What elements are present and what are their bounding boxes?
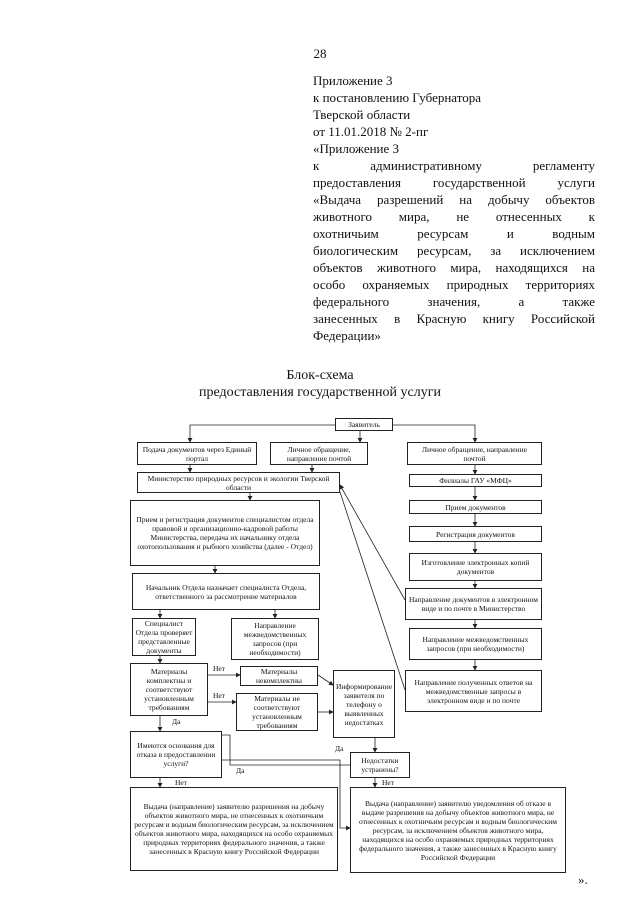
- closing-mark: ».: [578, 872, 588, 887]
- appendix-header: Приложение 3 к постановлению Губернатора…: [313, 72, 595, 344]
- portal-submission-box: Подача документов через Единый портал: [137, 442, 257, 465]
- label-no: Нет: [213, 691, 226, 700]
- page-number: 28: [313, 46, 327, 61]
- appendix-line: особо охраняемых природных территориях: [313, 277, 595, 292]
- refusal-question-box: Имеются основания для отказа в предостав…: [130, 731, 222, 778]
- connector: [222, 734, 350, 766]
- connector: [187, 424, 335, 443]
- personal-mail-right-box: Личное обращение, направление почтой: [407, 442, 542, 465]
- appendix-line: занесенных в Красную книгу Российской: [313, 311, 595, 326]
- appendix-line: «Приложение 3: [313, 141, 400, 156]
- label-no: Нет: [213, 664, 226, 673]
- appendix-line: животного мира, не отнесенных к: [313, 209, 595, 224]
- label-no: Нет: [382, 778, 395, 787]
- connector: [392, 424, 478, 443]
- appendix-line: «Выдача разрешений на добычу объектов: [313, 192, 595, 207]
- appendix-line: к постановлению Губернатора: [313, 90, 482, 105]
- reception-registration-box: Прием и регистрация документов специалис…: [130, 500, 320, 566]
- inform-applicant-box: Информирование заявителя по телефону о в…: [333, 670, 395, 738]
- ministry-box: Министерство природных ресурсов и эколог…: [137, 472, 340, 493]
- mfc-reception-box: Прием документов: [409, 500, 542, 514]
- head-assigns-box: Начальник Отдела назначает специалиста О…: [132, 573, 320, 610]
- connector: [339, 491, 406, 691]
- label-no: Нет: [175, 778, 188, 787]
- complete-question-box: Материалы комплектны и соответствуют уст…: [130, 663, 208, 716]
- appendix-line: объектов животного мира, находящихся на: [313, 260, 595, 275]
- label-yes: Да: [172, 717, 181, 726]
- not-compliant-box: Материалы не соответствуют установленным…: [236, 693, 318, 731]
- appendix-line: Тверской области: [313, 107, 411, 122]
- mfc-registration-box: Регистрация документов: [409, 526, 542, 542]
- appendix-line: биологическим ресурсам, за исключением: [313, 243, 595, 258]
- appendix-line: предоставления государственной услуги: [313, 175, 595, 190]
- personal-mail-box: Личное обращение, направление почтой: [270, 442, 368, 465]
- applicant-box: Заявитель: [335, 418, 393, 431]
- appendix-line: Федерации»: [313, 328, 381, 343]
- mfc-answers-box: Направление полученных ответов на межвед…: [405, 670, 542, 712]
- appendix-line: охотничьим ресурсам и водным: [313, 226, 595, 241]
- fixed-question-box: Недостатки устранены?: [350, 752, 410, 778]
- connector: [222, 759, 351, 831]
- specialist-checks-box: Специалист Отдела проверяет представленн…: [132, 618, 196, 656]
- diagram-title: Блок-схема: [286, 368, 354, 383]
- appendix-line: от 11.01.2018 № 2-пг: [313, 124, 429, 139]
- mfc-copies-box: Изготовление электронных копий документо…: [409, 553, 542, 581]
- issue-refusal-box: Выдача (направление) заявителю уведомлен…: [350, 787, 566, 873]
- incomplete-box: Материалы некомплектны: [240, 666, 318, 686]
- appendix-line: федерального значения, а также: [313, 294, 595, 309]
- label-yes: Да: [236, 766, 245, 775]
- issue-permit-box: Выдача (направление) заявителю разрешени…: [130, 787, 338, 871]
- diagram-subtitle: предоставления государственной услуги: [199, 385, 441, 400]
- label-yes: Да: [335, 744, 344, 753]
- mfc-requests-box: Направление межведомственных запросов (п…: [409, 628, 542, 660]
- mfc-send-box: Направление документов в электронном вид…: [405, 588, 542, 620]
- mfc-branches-box: Филиалы ГАУ «МФЦ»: [409, 474, 542, 487]
- ministry-requests-box: Направление межведомственных запросов (п…: [231, 618, 319, 660]
- connector: [317, 674, 334, 686]
- appendix-line: Приложение 3: [313, 73, 393, 88]
- appendix-line: к административному регламенту: [313, 158, 595, 173]
- connector: [339, 484, 406, 601]
